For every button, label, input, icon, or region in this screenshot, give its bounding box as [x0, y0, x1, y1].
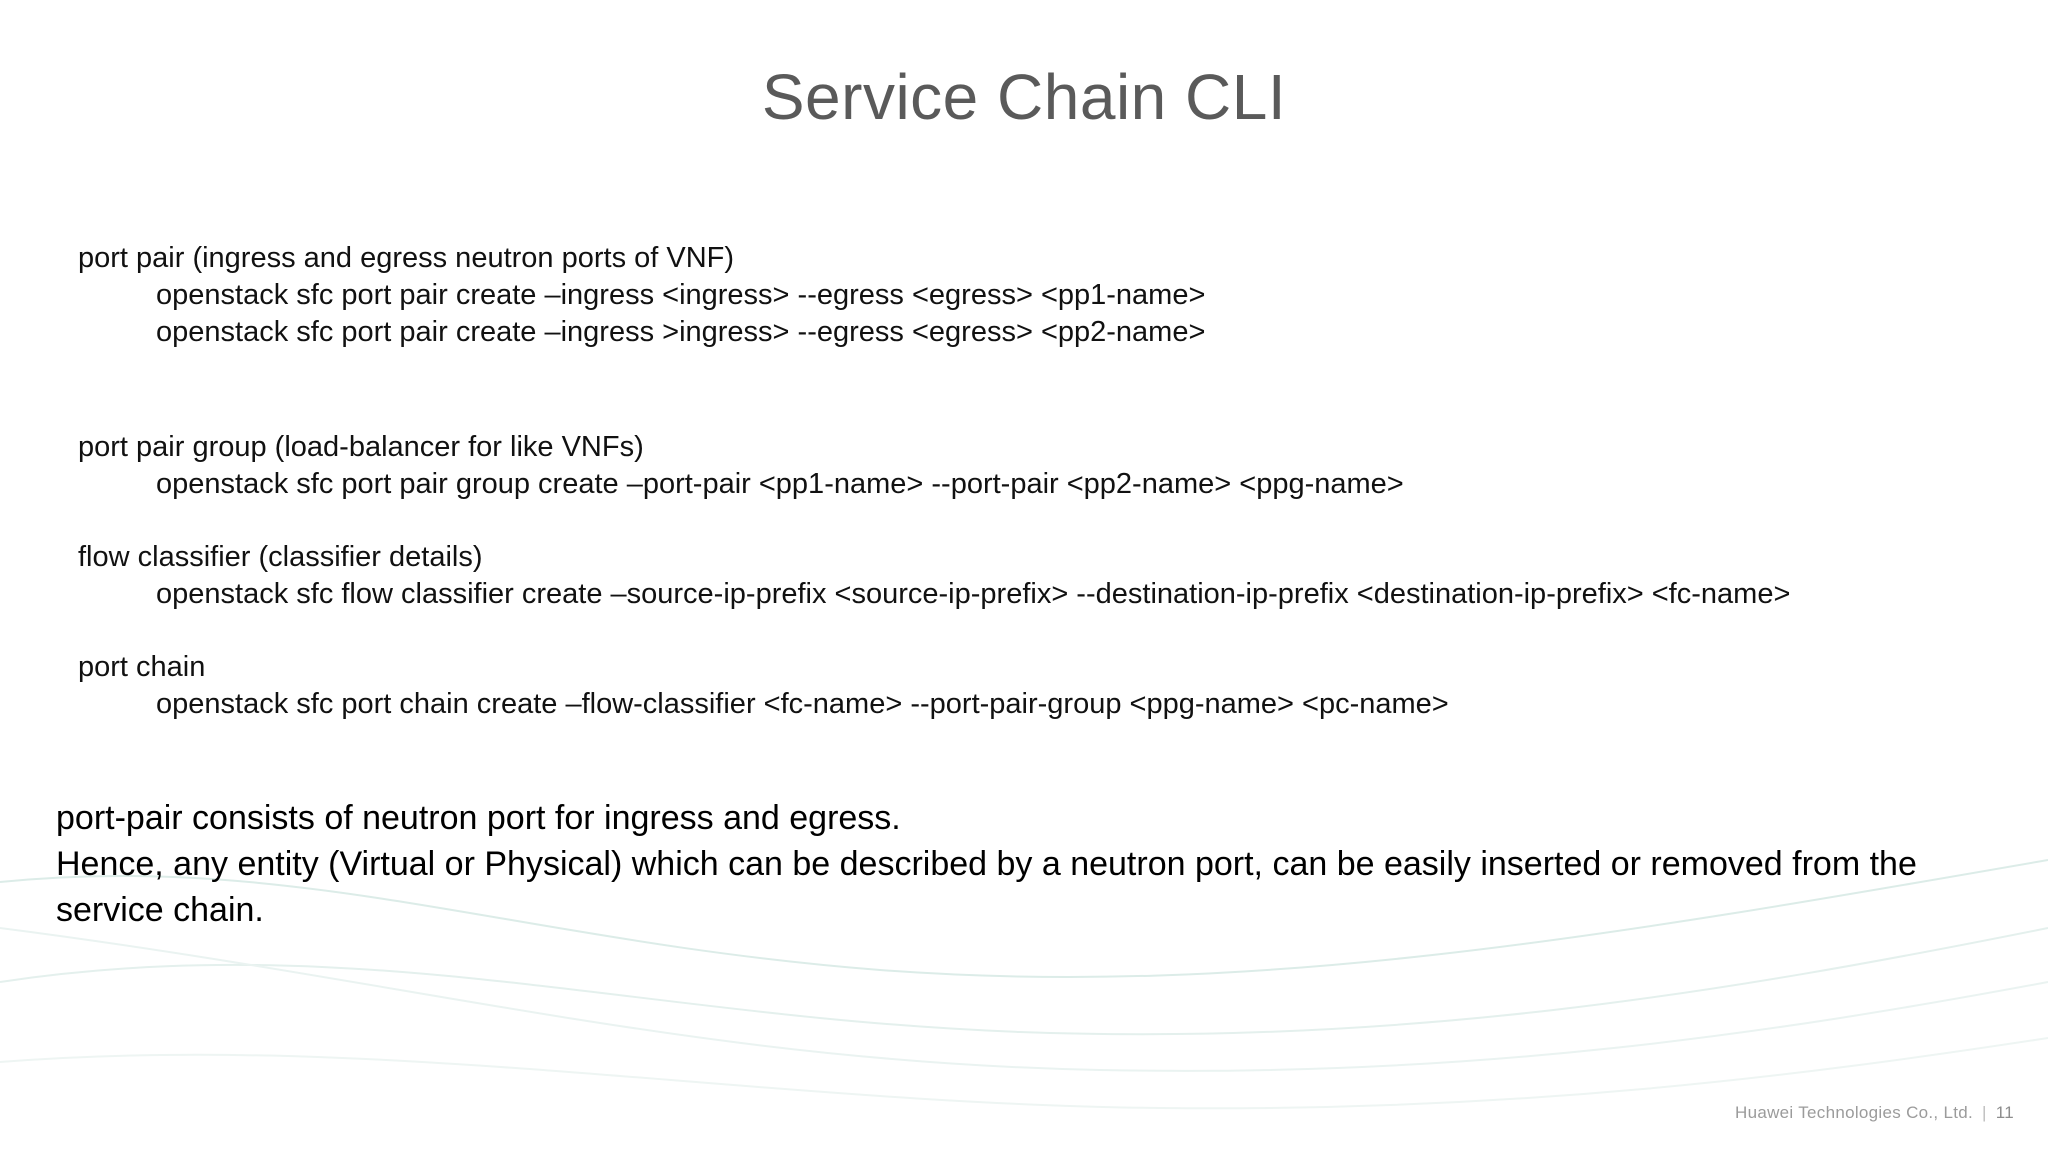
- slide-footer: Huawei Technologies Co., Ltd. | 11: [1735, 1102, 2014, 1124]
- cli-command: openstack sfc port pair create –ingress …: [156, 316, 1206, 348]
- section-heading: port pair (ingress and egress neutron po…: [78, 242, 735, 274]
- section-heading: port chain: [78, 651, 206, 683]
- footer-page-number: 11: [1995, 1103, 2014, 1122]
- page-title: Service Chain CLI: [761, 61, 1287, 133]
- summary-line: Hence, any entity (Virtual or Physical) …: [56, 845, 1927, 929]
- summary-paragraph: port-pair consists of neutron port for i…: [56, 795, 1956, 933]
- section-heading: port pair group (load-balancer for like …: [78, 431, 644, 463]
- cli-content: port pair (ingress and egress neutron po…: [78, 240, 1978, 723]
- footer-company: Huawei Technologies Co., Ltd.: [1735, 1103, 1974, 1122]
- spacer: [78, 613, 1978, 649]
- summary-line: port-pair consists of neutron port for i…: [56, 799, 901, 837]
- spacer: [78, 351, 1978, 429]
- cli-command: openstack sfc port chain create –flow-cl…: [156, 688, 1449, 720]
- footer-separator: |: [1982, 1103, 1987, 1122]
- section-heading: flow classifier (classifier details): [78, 541, 483, 573]
- cli-command: openstack sfc port pair group create –po…: [156, 468, 1404, 500]
- section-port-chain: port chain openstack sfc port chain crea…: [78, 649, 1978, 723]
- section-port-pair-group: port pair group (load-balancer for like …: [78, 429, 1978, 503]
- cli-command: openstack sfc port pair create –ingress …: [156, 279, 1206, 311]
- spacer: [78, 503, 1978, 539]
- section-flow-classifier: flow classifier (classifier details) ope…: [78, 539, 1978, 613]
- section-port-pair: port pair (ingress and egress neutron po…: [78, 240, 1978, 351]
- cli-command: openstack sfc flow classifier create –so…: [156, 578, 1791, 610]
